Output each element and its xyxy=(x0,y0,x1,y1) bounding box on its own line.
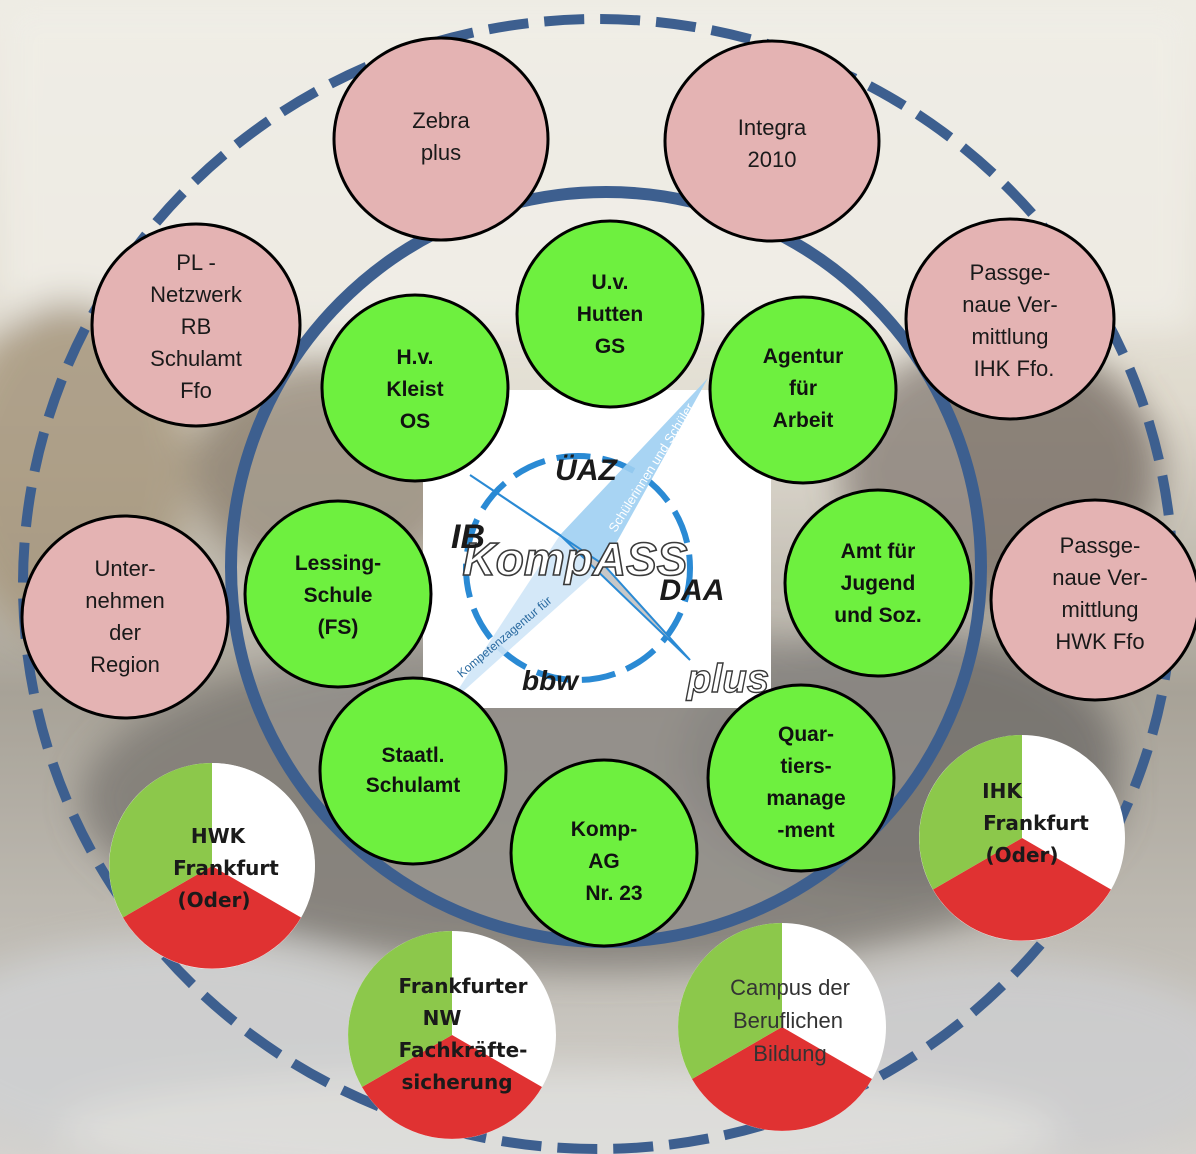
partner-unternehmen-line-4: Region xyxy=(90,652,160,677)
partner-komp-ag-line-1: Komp- xyxy=(571,818,638,841)
partner-quartier-line-2: tiers- xyxy=(780,755,831,778)
partner-hwk-line-1: HWK xyxy=(191,824,247,848)
partner-schulamt-line-1: Staatl. xyxy=(381,744,444,767)
partner-hutten-line-2: Hutten xyxy=(577,303,644,326)
partner-passgenaue-hwk-line-1: Passge- xyxy=(1060,533,1141,558)
partner-campus-line-1: Campus der xyxy=(730,975,850,1000)
partner-passgenaue-ihk-line-4: IHK Ffo. xyxy=(974,356,1055,381)
partner-campus-line-2: Beruflichen xyxy=(733,1008,843,1033)
partner-frankfurter-line-1: Frankfurter xyxy=(398,974,527,998)
partner-komp-ag-line-2: AG xyxy=(588,850,620,873)
partner-ihk-line-1: IHK xyxy=(982,779,1023,803)
partner-komp-ag-line-3: Nr. 23 xyxy=(585,882,642,905)
partner-zebra-line-1: Zebra xyxy=(412,108,470,133)
logo-bbw-text: bbw xyxy=(522,665,580,696)
partner-passgenaue-hwk-line-3: mittlung xyxy=(1061,597,1138,622)
logo-daa-text: DAA xyxy=(660,574,725,607)
partner-lessing-line-1: Lessing- xyxy=(295,552,381,575)
partner-schulamt-line-2: Schulamt xyxy=(366,774,461,797)
partner-frankfurter-line-3: Fachkräfte- xyxy=(399,1038,528,1062)
partner-zebra-line-2: plus xyxy=(421,140,461,165)
partner-quartiersmanagement: Quar- tiers- manage -ment xyxy=(706,683,896,873)
partner-frankfurter-nw: Frankfurter NW Fachkräfte- sicherung xyxy=(348,931,556,1139)
partner-ihk-line-3: (Oder) xyxy=(985,843,1058,867)
partner-amt-line-3: und Soz. xyxy=(834,604,922,627)
partner-komp-ag: Komp- AG Nr. 23 xyxy=(509,758,699,948)
partner-hutten-line-3: GS xyxy=(595,335,625,358)
partner-passgenaue-hwk-line-4: HWK Ffo xyxy=(1055,629,1144,654)
logo-ib-text: IB xyxy=(451,518,485,556)
partner-passgenaue-ihk-line-2: naue Ver- xyxy=(962,292,1057,317)
partner-kleist: H.v. Kleist OS xyxy=(320,293,510,483)
partner-agentur: Agentur für Arbeit xyxy=(708,295,898,485)
partner-passgenaue-hwk: Passge- naue Ver- mittlung HWK Ffo xyxy=(989,498,1196,702)
partner-ihk-frankfurt: IHK Frankfurt (Oder) xyxy=(919,735,1125,941)
partner-passgenaue-hwk-line-2: naue Ver- xyxy=(1052,565,1147,590)
partner-agentur-line-3: Arbeit xyxy=(773,409,834,432)
partner-hwk-frankfurt: HWK Frankfurt (Oder) xyxy=(109,763,315,969)
partner-lessing-line-3: (FS) xyxy=(318,616,359,639)
partner-agentur-line-1: Agentur xyxy=(763,345,844,368)
partner-hwk-line-2: Frankfurt xyxy=(173,856,279,880)
partner-ihk-line-2: Frankfurt xyxy=(983,811,1089,835)
partner-kleist-line-1: H.v. xyxy=(397,346,434,369)
partner-quartier-line-1: Quar- xyxy=(778,723,834,746)
partner-campus-line-3: Bildung xyxy=(753,1041,826,1066)
partner-amt-line-2: Jugend xyxy=(841,572,916,595)
partner-integra: Integra 2010 xyxy=(663,39,881,243)
partner-hutten-line-1: U.v. xyxy=(592,271,629,294)
partner-hutten: U.v. Hutten GS xyxy=(515,219,705,409)
partner-frankfurter-line-2: NW xyxy=(423,1006,462,1030)
partner-kleist-line-3: OS xyxy=(400,410,430,433)
partner-hwk-line-3: (Oder) xyxy=(177,888,250,912)
partner-pl-netzwerk-line-5: Ffo xyxy=(180,378,212,403)
partner-zebra-plus: Zebra plus xyxy=(332,36,550,242)
logo-plus-text: plus xyxy=(686,657,769,701)
partner-pl-netzwerk-line-4: Schulamt xyxy=(150,346,242,371)
partner-unternehmen-line-3: der xyxy=(109,620,141,645)
partner-unternehmen-region: Unter- nehmen der Region xyxy=(20,514,230,720)
partner-unternehmen-line-2: nehmen xyxy=(85,588,165,613)
partner-amt-line-1: Amt für xyxy=(841,540,916,563)
partner-passgenaue-ihk-line-3: mittlung xyxy=(971,324,1048,349)
partner-quartier-line-4: -ment xyxy=(777,819,834,842)
partner-kleist-line-2: Kleist xyxy=(386,378,443,401)
kompass-logo: KompASS plus IB ÜAZ DAA bbw Schülerinnen… xyxy=(423,378,771,708)
partner-lessing-line-2: Schule xyxy=(304,584,373,607)
partner-frankfurter-line-4: sicherung xyxy=(401,1070,512,1094)
partner-lessing: Lessing- Schule (FS) xyxy=(243,499,433,689)
partner-pl-netzwerk-line-1: PL - xyxy=(176,250,216,275)
partner-passgenaue-ihk: Passge- naue Ver- mittlung IHK Ffo. xyxy=(904,217,1116,421)
logo-uaz-text: ÜAZ xyxy=(555,454,618,487)
partner-pl-netzwerk-line-3: RB xyxy=(181,314,212,339)
partner-schulamt: Staatl. Schulamt xyxy=(318,676,508,866)
partner-campus: Campus der Beruflichen Bildung xyxy=(678,923,886,1131)
partner-pl-netzwerk-line-2: Netzwerk xyxy=(150,282,243,307)
partner-unternehmen-line-1: Unter- xyxy=(94,556,155,581)
partner-quartier-line-3: manage xyxy=(766,787,845,810)
logo-main-text: KompASS xyxy=(463,533,688,585)
partner-integra-line-1: Integra xyxy=(738,115,807,140)
partner-agentur-line-2: für xyxy=(789,377,817,400)
partner-passgenaue-ihk-line-1: Passge- xyxy=(970,260,1051,285)
partner-amt-jugend: Amt für Jugend und Soz. xyxy=(783,488,973,678)
partner-pl-netzwerk: PL - Netzwerk RB Schulamt Ffo xyxy=(90,222,302,428)
partner-integra-line-2: 2010 xyxy=(748,147,797,172)
